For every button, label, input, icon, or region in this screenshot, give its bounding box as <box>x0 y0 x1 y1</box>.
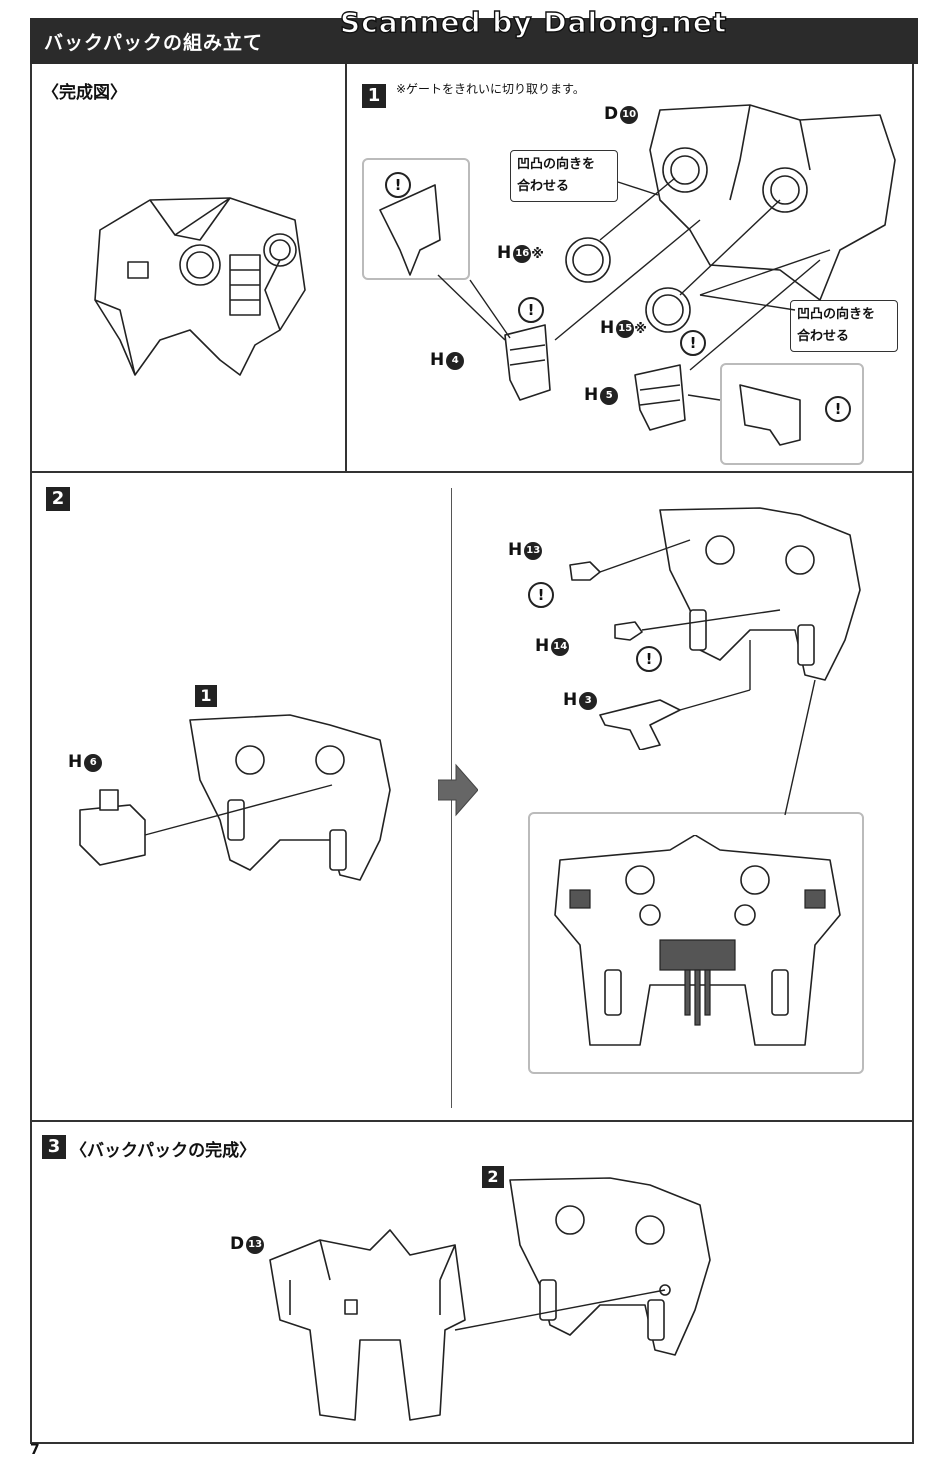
completed-backpack-illustration <box>94 197 306 376</box>
part-number-badge: 5 <box>600 387 619 405</box>
step2-number: 2 <box>46 487 70 511</box>
step1-assembly-illustration <box>379 104 896 446</box>
step3-number: 3 <box>42 1135 66 1159</box>
caution-icon: ! <box>636 646 662 672</box>
step3-illustration <box>269 1177 711 1421</box>
part-letter: H <box>497 243 512 263</box>
step3-title: 〈バックパックの完成〉 <box>70 1141 257 1161</box>
inset-leader-line <box>784 680 816 816</box>
scan-watermark: Scanned by Dalong.net <box>339 5 728 39</box>
part-number-badge: 13 <box>524 542 543 560</box>
part-letter: D <box>230 1234 245 1254</box>
callout-align-right: 凹凸の向きを 合わせる <box>790 300 898 352</box>
section-title: バックパックの組み立て <box>44 32 264 54</box>
part-number-badge: 14 <box>551 638 570 656</box>
part-letter: D <box>604 104 619 124</box>
step2-left-illustration <box>79 714 391 881</box>
divider-vertical-top <box>345 64 347 472</box>
part-number-badge: 6 <box>84 754 103 772</box>
part-number-badge: 16 <box>513 245 532 263</box>
inset-gate-detail-left <box>362 158 470 280</box>
caution-icon: ! <box>825 396 851 422</box>
part-letter: H <box>508 540 523 560</box>
step-flow-arrow <box>438 763 478 817</box>
part-number-badge: 13 <box>246 1236 265 1254</box>
page-frame <box>30 64 914 1444</box>
part-letter: H <box>584 385 599 405</box>
page-number: 7 <box>30 1442 40 1458</box>
part-number-badge: 10 <box>620 106 639 124</box>
caution-icon: ! <box>385 172 411 198</box>
completed-view-label: 〈完成図〉 <box>42 83 127 103</box>
part-letter: H <box>600 318 615 338</box>
inset-back-view <box>528 812 864 1074</box>
step2-right-illustration <box>569 507 861 750</box>
back-view-illustration <box>554 835 841 1046</box>
callout-align-top: 凹凸の向きを 合わせる <box>510 150 618 202</box>
divider-horizontal-2 <box>30 1120 914 1122</box>
step1-note: ※ゲートをきれいに切り取ります。 <box>396 82 585 96</box>
step2-ref-step-badge: 1 <box>195 685 217 707</box>
part-letter: H <box>535 636 550 656</box>
part-letter: H <box>563 690 578 710</box>
step1-number: 1 <box>362 84 386 108</box>
divider-horizontal-1 <box>30 471 914 473</box>
caution-icon: ! <box>680 330 706 356</box>
part-number-badge: 4 <box>446 352 465 370</box>
caution-icon: ! <box>518 297 544 323</box>
part-letter: H <box>430 350 445 370</box>
section-header-bar <box>30 18 918 64</box>
caution-icon: ! <box>528 582 554 608</box>
part-number-badge: 3 <box>579 692 598 710</box>
step3-ref-step-badge: 2 <box>482 1166 504 1188</box>
part-suffix: ※ <box>531 247 544 262</box>
part-number-badge: 15 <box>616 320 635 338</box>
inset-gate-detail-right <box>720 363 864 465</box>
part-letter: H <box>68 752 83 772</box>
part-suffix: ※ <box>634 322 647 337</box>
